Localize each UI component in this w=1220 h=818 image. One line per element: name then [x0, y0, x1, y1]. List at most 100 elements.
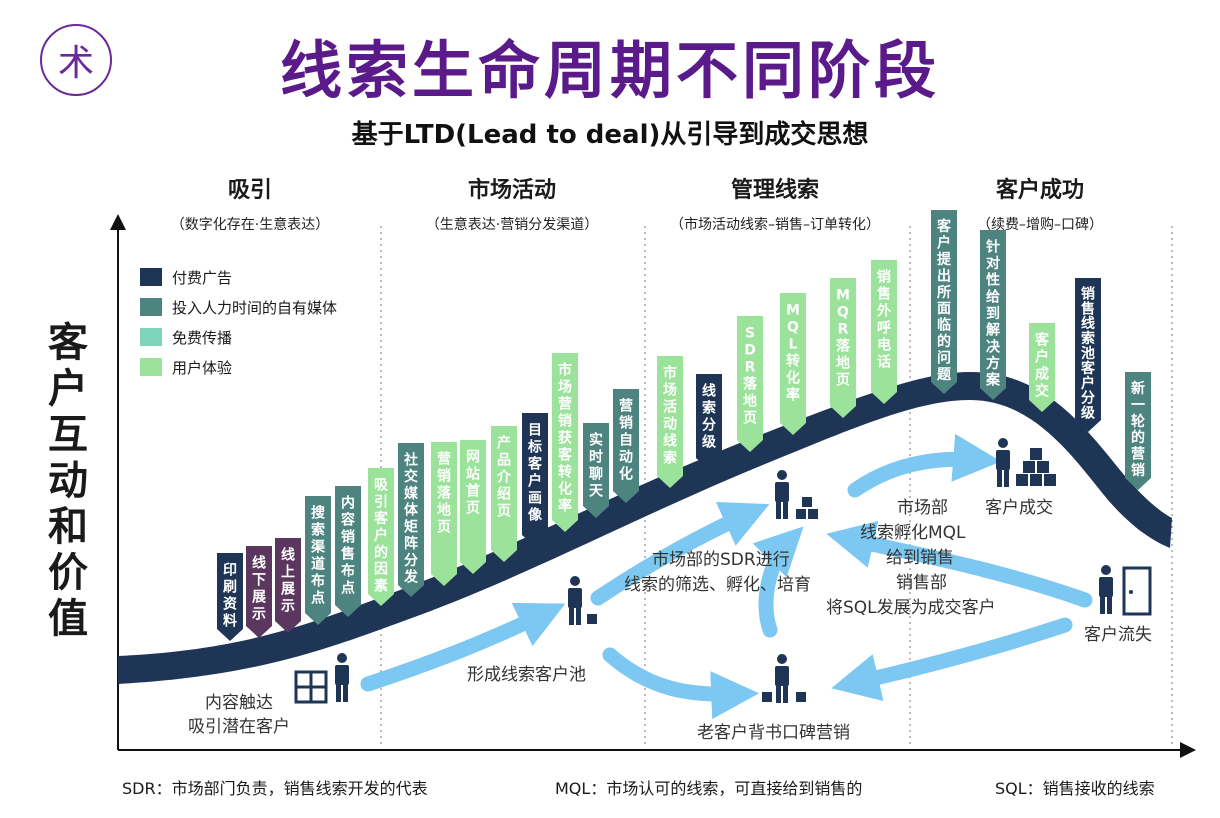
channel-tag-char: Q: [837, 305, 849, 321]
channel-tag-char: 索: [1081, 330, 1095, 347]
channel-tag-char: 新: [1131, 380, 1145, 397]
flow-label: 客户成交: [985, 498, 1053, 518]
stage-desc: （数字化存在·生意表达）: [170, 217, 330, 233]
door-exit-icon: [1099, 565, 1152, 616]
channel-tag-char: 解: [986, 322, 1000, 339]
channel-tag-shape: [522, 413, 548, 547]
channel-tag-char: R: [838, 322, 849, 338]
channel-tag-char: 首: [466, 483, 480, 500]
channel-tag-char: 池: [1081, 345, 1095, 362]
flow-label: 老客户背书口碑营销: [697, 723, 850, 743]
channel-tag-char: 交: [1035, 383, 1049, 400]
icons: [294, 438, 1152, 704]
flow-arrow: [831, 617, 1073, 701]
person-icon: [335, 653, 349, 702]
channel-tag-char: 提: [937, 252, 952, 268]
stage-marketing: 市场活动 （生意表达·营销分发渠道）: [392, 172, 632, 234]
channel-tag-char: 下: [252, 573, 266, 589]
page-title: 线索生命周期不同阶段: [279, 34, 940, 107]
channel-tag-char: 索: [663, 450, 677, 467]
channel-tag-shape: [275, 538, 301, 633]
channel-tag-char: 销: [341, 529, 355, 546]
logo-char: 术: [57, 43, 94, 84]
channel-tag-char: 化: [786, 370, 800, 387]
channel-tag-char: 页: [836, 373, 850, 389]
channel-tag-char: 搜: [311, 505, 326, 522]
stage-attract: 吸引 （数字化存在·生意表达）: [130, 172, 370, 234]
channel-tag-char: 市: [558, 362, 572, 379]
channel-tag-char: 动: [619, 449, 633, 466]
channel-tag-shape: [431, 442, 457, 586]
channel-tag-shape: [657, 356, 683, 488]
channel-tag-char: 道: [311, 556, 325, 573]
channel-tag-shape: [246, 546, 272, 638]
channel-tag-char: 销: [619, 415, 633, 432]
channel-tag-shape: [368, 468, 394, 606]
channel-tag-char: 营: [619, 398, 633, 415]
stage-name: 吸引: [227, 178, 272, 203]
flow-arrows: [360, 433, 1093, 720]
channel-tag-char: 客: [527, 456, 543, 473]
channel-tag-shape: [583, 423, 609, 518]
channel-tags: 印刷资料线下展示线上展示搜索渠道布点内容销售布点吸引客户的因素社交媒体矩阵分发营…: [217, 210, 1151, 641]
stage-desc: （市场活动线索–销售–订单转化）: [670, 217, 880, 233]
flow-label: 线索的筛选、孵化、培育: [624, 575, 811, 595]
legend: 付费广告 投入人力时间的自有媒体 免费传播 用户体验: [140, 262, 337, 382]
y-axis-char: 和: [48, 504, 88, 550]
channel-tag-char: 销: [437, 468, 451, 485]
channel-tag-char: 场: [558, 380, 572, 396]
legend-item: 付费广告: [140, 262, 337, 292]
channel-tag-char: 容: [340, 512, 355, 529]
window-icon: [294, 670, 328, 704]
channel-tag-char: 线: [252, 555, 266, 572]
channel-tag-char: 化: [558, 481, 572, 498]
channel-tag-shape: [1075, 278, 1101, 432]
channel-tag-char: 市: [663, 365, 677, 382]
channel-tag-char: 索: [702, 400, 716, 417]
channel-tag-shape: [460, 440, 486, 574]
channel-tag-char: 营: [558, 396, 572, 413]
channel-tag-char: 料: [223, 613, 237, 630]
channel-tag-char: 到: [986, 306, 1000, 322]
channel-tag-char: 布: [311, 573, 325, 590]
flow-label: 市场部: [897, 498, 948, 518]
stage-desc: （生意表达·营销分发渠道）: [425, 217, 599, 233]
channel-tag-char: 展: [281, 582, 295, 598]
channel-tag-char: M: [786, 303, 800, 319]
legend-swatch: [140, 358, 162, 376]
flow-label: 形成线索客户池: [467, 665, 586, 685]
channel-tag: 客户成交: [1029, 323, 1055, 412]
channel-tag-char: 站: [466, 466, 480, 483]
flow-label: 销售部: [896, 573, 947, 593]
channel-tag-char: 销: [877, 269, 891, 286]
channel-tag-char: 阵: [404, 535, 418, 552]
legend-swatch: [140, 268, 162, 286]
channel-tag-char: 线: [1081, 315, 1095, 332]
channel-tag-char: 品: [497, 453, 511, 469]
channel-tag-char: 天: [589, 484, 604, 500]
channel-tag-char: 销: [558, 413, 572, 430]
stage-name: 市场活动: [467, 178, 556, 203]
flow-label: 市场部的SDR进行: [652, 550, 790, 570]
channel-tag-char: 户: [374, 527, 388, 544]
channel-tag-shape: [217, 553, 243, 641]
channel-tag-char: 像: [528, 507, 543, 524]
channel-tag-char: 画: [528, 491, 542, 507]
y-axis-char: 客: [48, 320, 88, 366]
channel-tag-char: 客: [1034, 332, 1050, 349]
channel-tag-char: 方: [986, 355, 1000, 372]
legend-item: 用户体验: [140, 352, 337, 382]
channel-tag-char: 绍: [497, 486, 511, 503]
